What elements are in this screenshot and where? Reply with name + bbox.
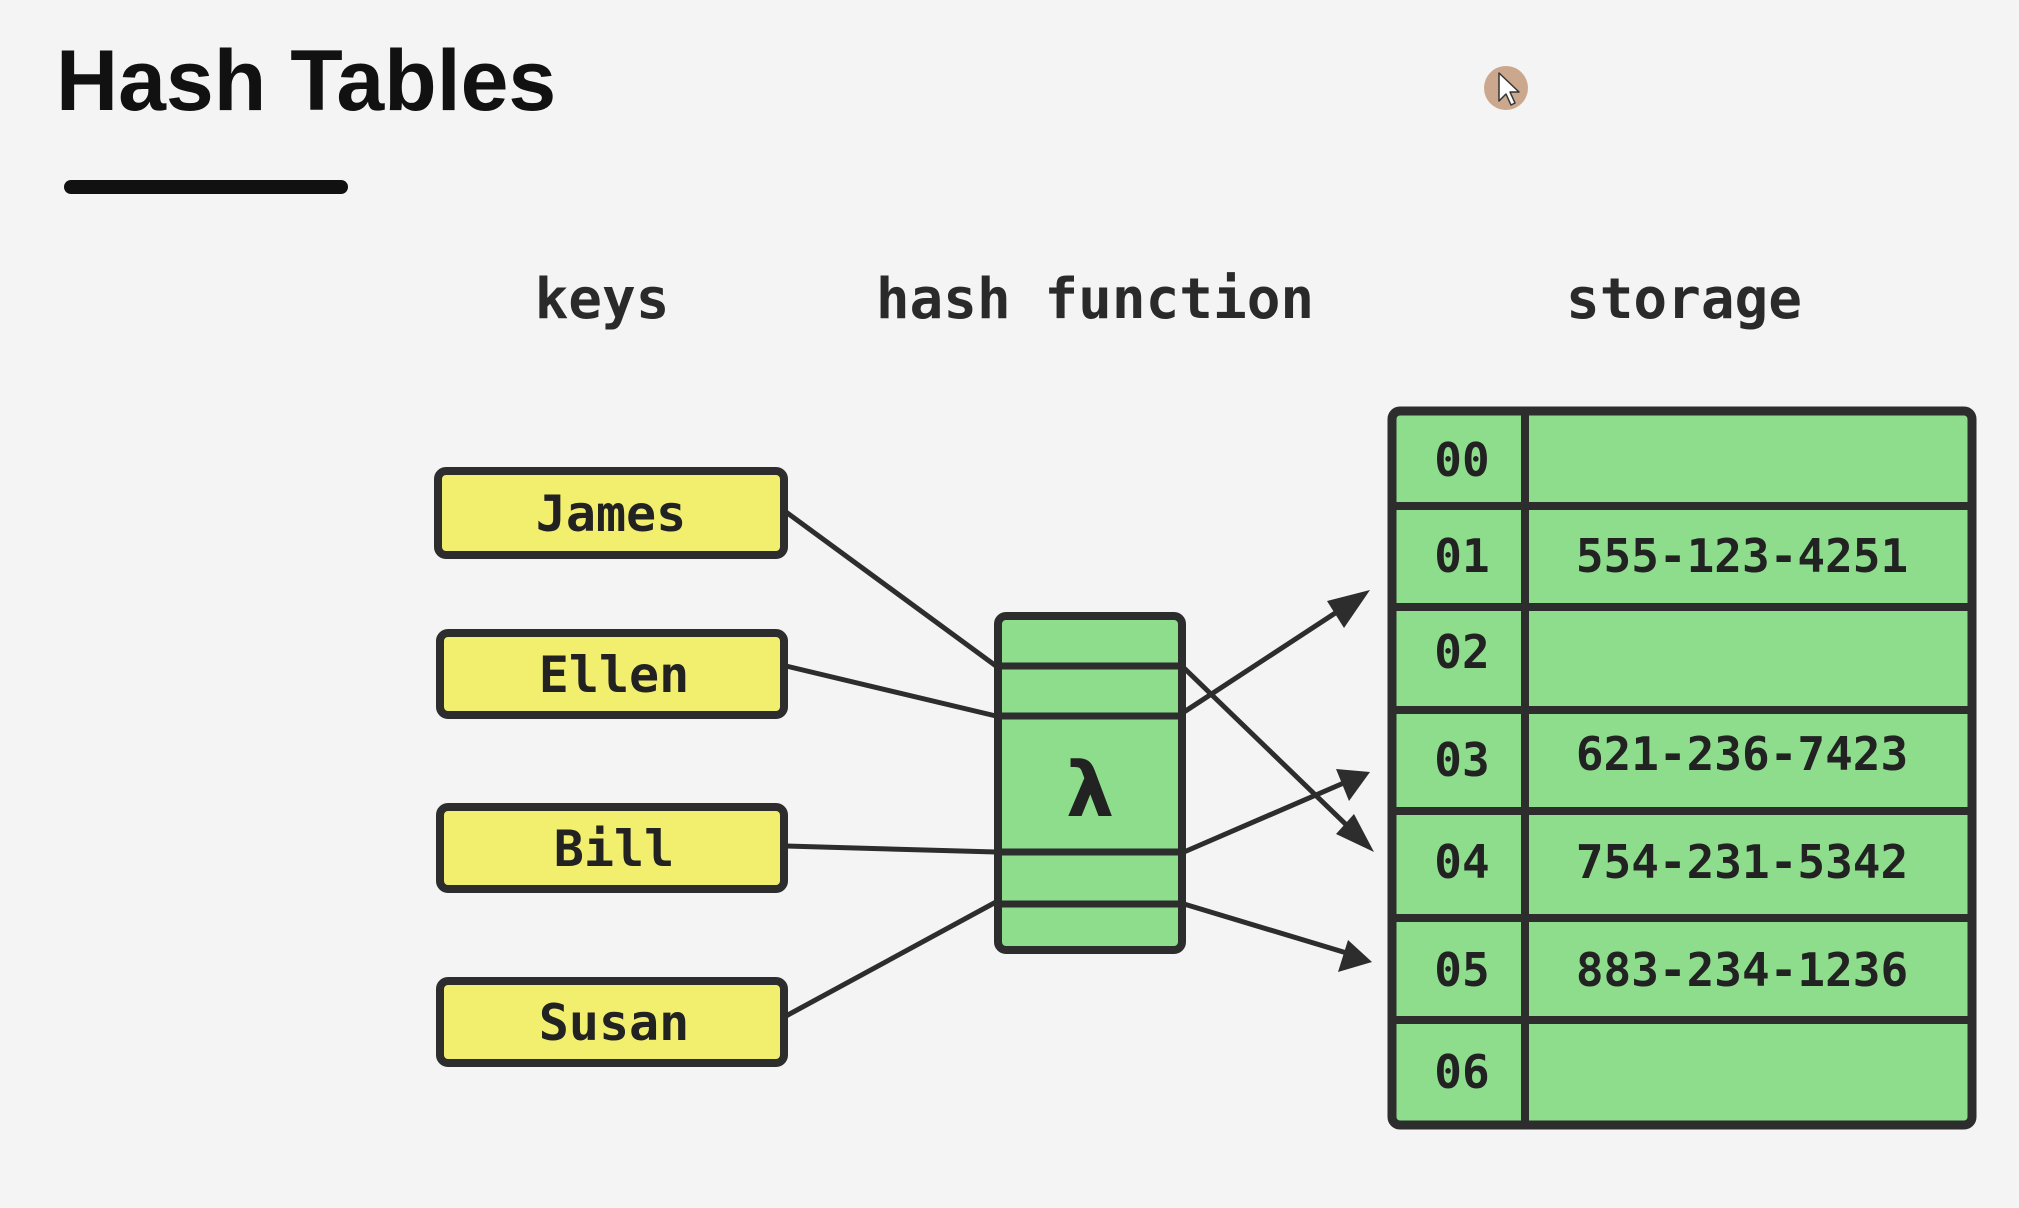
output-arrows xyxy=(1182,603,1364,957)
key-label: Ellen xyxy=(539,646,690,704)
connector-james xyxy=(784,509,998,669)
lambda-symbol: λ xyxy=(1066,745,1114,834)
storage-value: 621-236-7423 xyxy=(1576,727,1908,781)
hash-function-label: hash function xyxy=(876,267,1314,332)
arrowheads xyxy=(1327,590,1374,972)
input-connectors xyxy=(784,509,998,1019)
storage-label: storage xyxy=(1566,267,1802,332)
page-title: Hash Tables xyxy=(56,33,557,129)
connector-bill xyxy=(785,843,997,855)
key-box xyxy=(434,467,788,559)
storage-index: 05 xyxy=(1434,943,1489,997)
connector-ellen xyxy=(785,663,997,719)
arrowhead-04 xyxy=(1336,814,1374,852)
storage-index: 01 xyxy=(1434,529,1489,583)
arrow-to-03 xyxy=(1183,779,1347,855)
storage-index: 03 xyxy=(1434,733,1489,787)
arrowhead-03 xyxy=(1336,769,1370,801)
key-label: Bill xyxy=(554,820,674,878)
arrow-to-02 xyxy=(1182,603,1348,715)
storage-index: 00 xyxy=(1434,433,1489,487)
storage-row: 01 555-123-4251 xyxy=(1434,529,1908,583)
key-label: James xyxy=(536,485,687,543)
storage-value: 883-234-1236 xyxy=(1576,943,1908,997)
storage-row: 03 621-236-7423 xyxy=(1434,727,1908,787)
mouse-pointer-icon xyxy=(1484,66,1528,110)
storage-table: 00 01 555-123-4251 02 03 621-236-7423 04… xyxy=(1387,406,1977,1130)
storage-row: 06 xyxy=(1434,1045,1489,1099)
key-box xyxy=(436,629,788,719)
arrow-to-05 xyxy=(1183,901,1351,957)
keys-column: James Ellen Bill Susan xyxy=(434,467,788,1067)
storage-value: 754-231-5342 xyxy=(1576,835,1908,889)
storage-value: 555-123-4251 xyxy=(1576,529,1908,583)
key-label: Susan xyxy=(539,994,690,1052)
title-underline xyxy=(64,180,348,194)
key-box xyxy=(436,977,788,1067)
arrowhead-05 xyxy=(1338,940,1372,972)
hash-function-box: λ xyxy=(994,612,1186,954)
storage-row: 05 883-234-1236 xyxy=(1434,943,1908,997)
storage-row: 04 754-231-5342 xyxy=(1434,835,1908,889)
keys-label: keys xyxy=(535,267,670,332)
arrow-to-04 xyxy=(1182,666,1364,842)
connector-susan xyxy=(784,899,998,1019)
storage-index: 04 xyxy=(1434,835,1489,889)
storage-index: 06 xyxy=(1434,1045,1489,1099)
key-box xyxy=(436,803,788,893)
storage-row: 02 xyxy=(1434,625,1489,679)
arrowhead-02 xyxy=(1327,590,1370,628)
storage-row: 00 xyxy=(1434,433,1489,487)
storage-index: 02 xyxy=(1434,625,1489,679)
